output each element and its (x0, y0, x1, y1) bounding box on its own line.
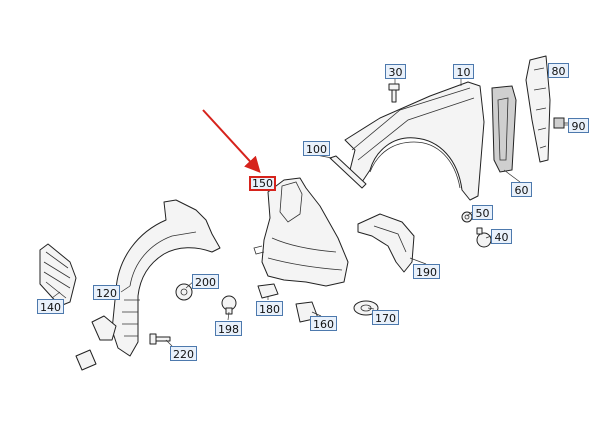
fastener-198-drawing[interactable] (221, 295, 237, 315)
screw-220-drawing[interactable] (149, 333, 171, 345)
callout-100[interactable]: 100 (303, 141, 330, 156)
callout-40[interactable]: 40 (491, 229, 512, 244)
insulation-190-drawing[interactable] (357, 213, 415, 273)
highlight-arrow (202, 109, 261, 173)
callout-30[interactable]: 30 (385, 64, 406, 79)
callout-140[interactable]: 140 (37, 299, 64, 314)
callout-50[interactable]: 50 (472, 205, 493, 220)
clip-bottom-drawing[interactable] (75, 349, 97, 371)
screw-30-drawing[interactable] (388, 83, 400, 103)
clamp-180-drawing[interactable] (257, 283, 279, 299)
seal-60-drawing[interactable] (491, 85, 517, 173)
callout-180[interactable]: 180 (256, 301, 283, 316)
housing-150-drawing[interactable] (253, 177, 349, 287)
fender-drawing[interactable] (344, 81, 485, 201)
callout-160[interactable]: 160 (310, 316, 337, 331)
callout-120[interactable]: 120 (93, 285, 120, 300)
clip-200-drawing[interactable] (175, 283, 193, 301)
callout-90[interactable]: 90 (568, 118, 589, 133)
grille-140-drawing[interactable] (39, 243, 77, 307)
callout-220[interactable]: 220 (170, 346, 197, 361)
callout-170[interactable]: 170 (372, 310, 399, 325)
callout-190[interactable]: 190 (413, 264, 440, 279)
callout-150[interactable]: 150 (249, 176, 276, 191)
callout-10[interactable]: 10 (453, 64, 474, 79)
callout-198[interactable]: 198 (215, 321, 242, 336)
callout-60[interactable]: 60 (511, 182, 532, 197)
rivet-40-drawing[interactable] (476, 227, 492, 248)
callout-80[interactable]: 80 (548, 63, 569, 78)
liner-120-drawing[interactable] (91, 199, 221, 357)
bracket-80-drawing[interactable] (525, 55, 551, 163)
strip-100-drawing[interactable] (329, 155, 367, 189)
callout-200[interactable]: 200 (192, 274, 219, 289)
